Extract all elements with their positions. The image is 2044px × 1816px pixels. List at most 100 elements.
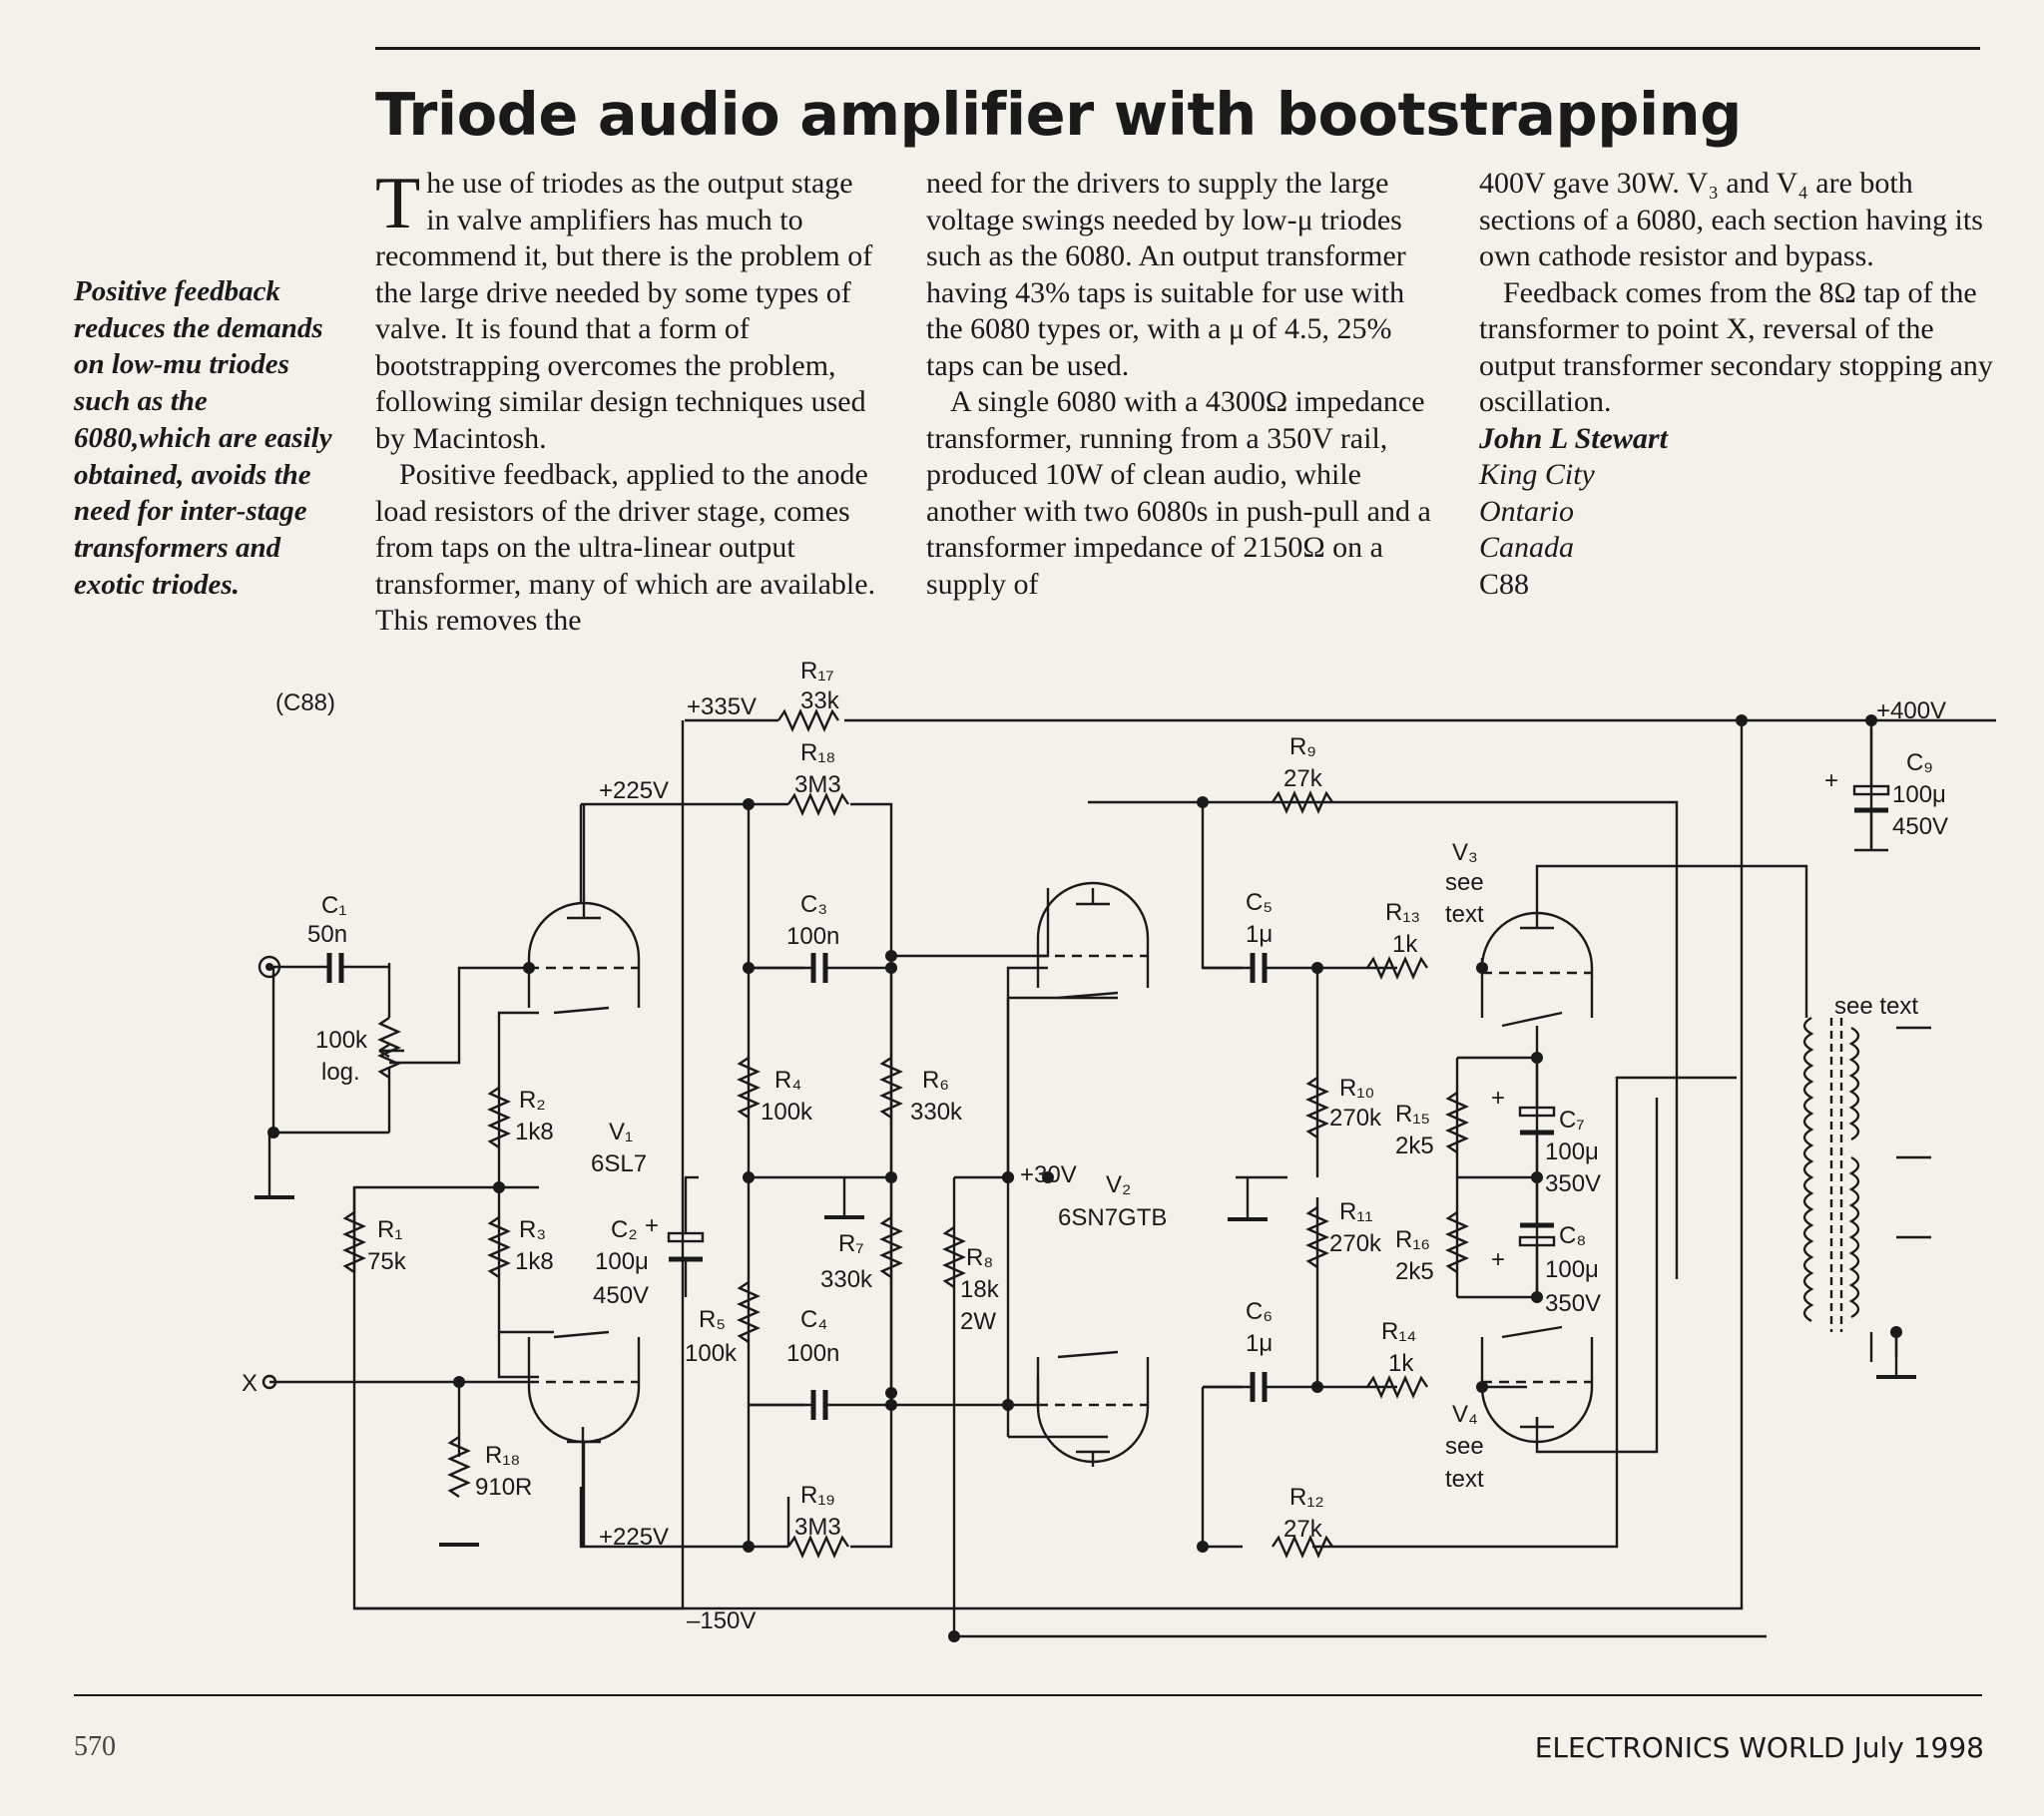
svg-text:1k8: 1k8: [515, 1119, 554, 1145]
svg-text:log.: log.: [321, 1059, 360, 1086]
svg-text:350V: 350V: [1545, 1170, 1601, 1197]
svg-text:R₁₉: R₁₉: [800, 1482, 835, 1509]
svg-text:100k: 100k: [761, 1099, 813, 1126]
output-transformer: [1802, 1016, 1860, 1332]
svg-text:270k: 270k: [1329, 1105, 1382, 1132]
svg-text:see: see: [1445, 869, 1484, 896]
svg-text:1μ: 1μ: [1246, 1330, 1273, 1357]
svg-text:R₁₆: R₁₆: [1395, 1226, 1430, 1253]
paragraph: need for the drivers to supply the large…: [926, 167, 1406, 382]
svg-text:100μ: 100μ: [1545, 1138, 1599, 1165]
svg-text:1k: 1k: [1392, 931, 1418, 958]
potentiometer-100k: [378, 963, 404, 1080]
svg-text:R₁: R₁: [377, 1216, 402, 1243]
svg-text:33k: 33k: [800, 687, 840, 714]
svg-text:R₁₅: R₁₅: [1395, 1101, 1430, 1128]
svg-text:3M3: 3M3: [794, 1514, 841, 1541]
capacitor-c9: [1852, 720, 1890, 852]
svg-text:R₁₈: R₁₈: [800, 739, 835, 766]
svg-text:R₄: R₄: [774, 1067, 801, 1094]
svg-text:text: text: [1445, 1466, 1484, 1493]
paragraph: A single 6080 with a 4300Ω impedance tra…: [926, 385, 1431, 601]
svg-text:C₄: C₄: [800, 1306, 827, 1333]
svg-text:100k: 100k: [315, 1027, 368, 1054]
valve-v4: [1480, 1325, 1594, 1444]
sidebar-pullquote: Positive feedback reduces the demands on…: [74, 275, 332, 601]
paragraph: he use of triodes as the output stage in…: [375, 167, 873, 455]
svg-text:+: +: [1491, 1085, 1505, 1112]
schematic-labels: (C88) +335V +225V +400V +225V –150V +30V…: [242, 658, 1948, 1634]
svg-text:1μ: 1μ: [1246, 921, 1273, 948]
ground-symbols: [255, 1133, 1916, 1547]
svg-text:350V: 350V: [1545, 1290, 1601, 1317]
resistor-r18-910r: [448, 1435, 470, 1499]
capacitor-c1: [304, 953, 389, 983]
publication-footer: ELECTRONICS WORLD July 1998: [1534, 1731, 1984, 1764]
svg-text:R₅: R₅: [699, 1306, 726, 1333]
svg-text:50n: 50n: [307, 921, 347, 948]
rail-225v-top: +225V: [599, 777, 669, 804]
svg-text:75k: 75k: [367, 1248, 407, 1275]
svg-text:6SL7: 6SL7: [591, 1150, 647, 1177]
rail-225v-bottom: +225V: [599, 1524, 669, 1551]
svg-text:100n: 100n: [786, 1340, 839, 1367]
capacitor-c4: [749, 1390, 891, 1420]
svg-text:330k: 330k: [910, 1099, 963, 1126]
valve-v2-lower: [1036, 1350, 1150, 1467]
svg-text:330k: 330k: [820, 1266, 873, 1293]
svg-text:2W: 2W: [960, 1308, 996, 1335]
svg-text:V₂: V₂: [1106, 1171, 1131, 1198]
svg-text:6SN7GTB: 6SN7GTB: [1058, 1204, 1167, 1231]
svg-text:R₃: R₃: [519, 1216, 546, 1243]
page-number: 570: [74, 1731, 116, 1762]
drop-cap: T: [375, 163, 421, 244]
svg-text:100μ: 100μ: [595, 1248, 649, 1275]
capacitor-c5: [1203, 953, 1317, 983]
svg-text:910R: 910R: [475, 1474, 532, 1501]
svg-text:R₁₄: R₁₄: [1381, 1318, 1416, 1345]
svg-text:27k: 27k: [1283, 1516, 1323, 1543]
junction-dots: [257, 714, 1902, 1642]
svg-text:2k5: 2k5: [1395, 1258, 1434, 1285]
svg-text:100k: 100k: [685, 1340, 738, 1367]
bottom-rule: [74, 1694, 1982, 1696]
svg-text:2k5: 2k5: [1395, 1133, 1434, 1159]
svg-text:V₁: V₁: [609, 1119, 633, 1145]
capacitor-c8: [1518, 1177, 1556, 1297]
valve-v3: [1480, 908, 1594, 1028]
paragraph: 400V gave 30W. V₃ and V₄ are both sectio…: [1479, 167, 1983, 272]
svg-text:R₆: R₆: [922, 1067, 949, 1094]
svg-text:270k: 270k: [1329, 1230, 1382, 1257]
rail-335v: +335V: [687, 693, 757, 720]
valve-v1-lower: [527, 1330, 641, 1547]
point-x-label: X: [242, 1370, 257, 1397]
svg-text:R₈: R₈: [966, 1244, 993, 1271]
capacitor-c7: [1518, 1058, 1556, 1177]
svg-text:100n: 100n: [786, 923, 839, 950]
capacitor-c6: [1203, 1372, 1317, 1402]
svg-text:V₃: V₃: [1452, 839, 1478, 866]
svg-text:+: +: [645, 1212, 659, 1239]
svg-text:text: text: [1445, 901, 1484, 928]
svg-text:C₃: C₃: [800, 891, 827, 918]
author-country: Canada: [1479, 531, 1575, 564]
text-column-3: 400V gave 30W. V₃ and V₄ are both sectio…: [1479, 166, 1998, 603]
svg-text:3M3: 3M3: [794, 771, 841, 798]
svg-text:18k: 18k: [960, 1276, 1000, 1303]
svg-text:C₅: C₅: [1246, 889, 1273, 916]
transformer-label: see text: [1834, 993, 1918, 1020]
svg-text:100μ: 100μ: [1545, 1256, 1599, 1283]
author-city: King City: [1479, 458, 1595, 491]
rail-400v: +400V: [1876, 697, 1946, 724]
paragraph: Feedback comes from the 8Ω tap of the tr…: [1479, 275, 1993, 419]
svg-text:R₂: R₂: [519, 1087, 546, 1114]
capacitor-c3: [749, 953, 891, 983]
svg-text:R₁₈: R₁₈: [485, 1442, 520, 1469]
svg-text:R₁₀: R₁₀: [1339, 1075, 1374, 1102]
svg-text:+: +: [1824, 767, 1838, 794]
svg-text:C₆: C₆: [1246, 1298, 1273, 1325]
text-column-2: need for the drivers to supply the large…: [926, 166, 1445, 603]
author-province: Ontario: [1479, 494, 1575, 528]
